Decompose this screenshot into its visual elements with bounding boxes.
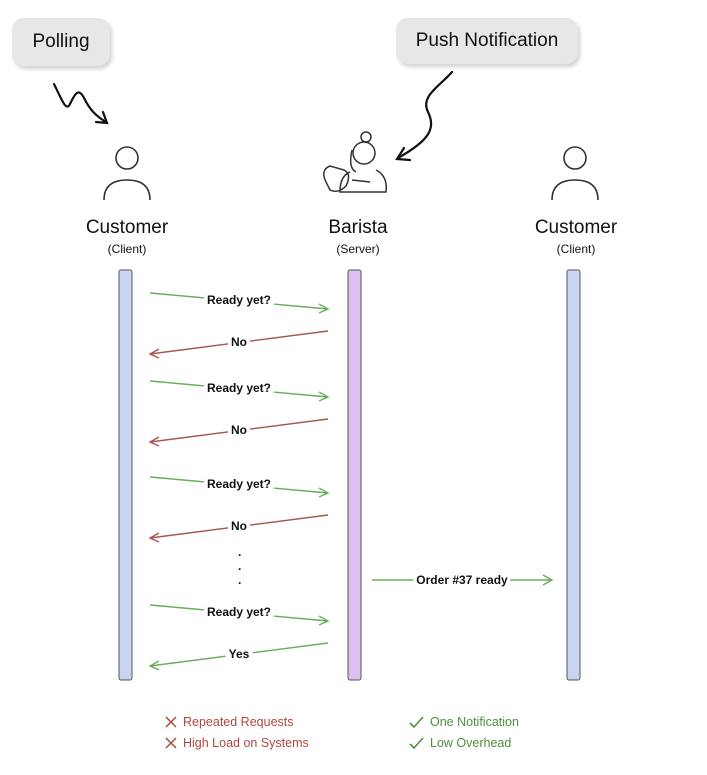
barista-icon <box>323 131 388 193</box>
push-arrowhead <box>542 574 554 586</box>
actor-name-customer-left: Customer <box>85 217 169 238</box>
message-label: No <box>228 335 250 349</box>
person-icon <box>103 146 151 201</box>
legend-low-overhead: Low Overhead <box>430 736 512 750</box>
message-label: Yes <box>225 647 253 661</box>
push-notification-callout: Push Notification <box>396 18 578 64</box>
message-arrowhead <box>318 303 330 314</box>
ellipsis: · · · <box>238 548 242 590</box>
push-arrowhead <box>395 146 412 162</box>
person-icon <box>551 146 599 201</box>
message-arrowhead <box>148 532 160 543</box>
actor-name-barista: Barista <box>328 217 388 238</box>
message-arrowhead <box>318 391 330 402</box>
message-arrowhead <box>148 436 160 447</box>
message-label: No <box>228 423 250 437</box>
client-lifeline-left <box>118 269 133 681</box>
message-arrowhead <box>318 615 330 626</box>
push-message-label: Order #37 ready <box>413 573 511 587</box>
cross-icon <box>165 737 177 749</box>
polling-squiggle-arrow <box>52 82 108 124</box>
push-notification-label: Push Notification <box>415 30 559 51</box>
actor-role-customer-right: (Client) <box>556 242 596 256</box>
message-label: No <box>228 519 250 533</box>
actor-role-customer-left: (Client) <box>107 242 147 256</box>
message-arrowhead <box>148 660 160 671</box>
polling-label: Polling <box>32 31 90 52</box>
actor-role-barista: (Server) <box>336 242 380 256</box>
actor-name-customer-right: Customer <box>534 217 618 238</box>
message-arrowhead <box>148 348 160 359</box>
message-label: Ready yet? <box>203 381 275 395</box>
client-lifeline-right <box>566 269 581 681</box>
message-label: Ready yet? <box>203 605 275 619</box>
polling-callout: Polling <box>12 18 110 66</box>
check-icon <box>409 737 424 750</box>
cross-icon <box>165 716 177 728</box>
message-label: Ready yet? <box>203 477 275 491</box>
legend-repeated-requests: Repeated Requests <box>183 715 294 729</box>
legend-one-notification: One Notification <box>430 715 519 729</box>
polling-arrowhead <box>94 110 109 125</box>
push-squiggle-arrow <box>396 70 454 160</box>
check-icon <box>409 716 424 729</box>
message-label: Ready yet? <box>203 293 275 307</box>
server-lifeline <box>347 269 362 681</box>
message-arrowhead <box>318 487 330 498</box>
legend-high-load: High Load on Systems <box>183 736 309 750</box>
